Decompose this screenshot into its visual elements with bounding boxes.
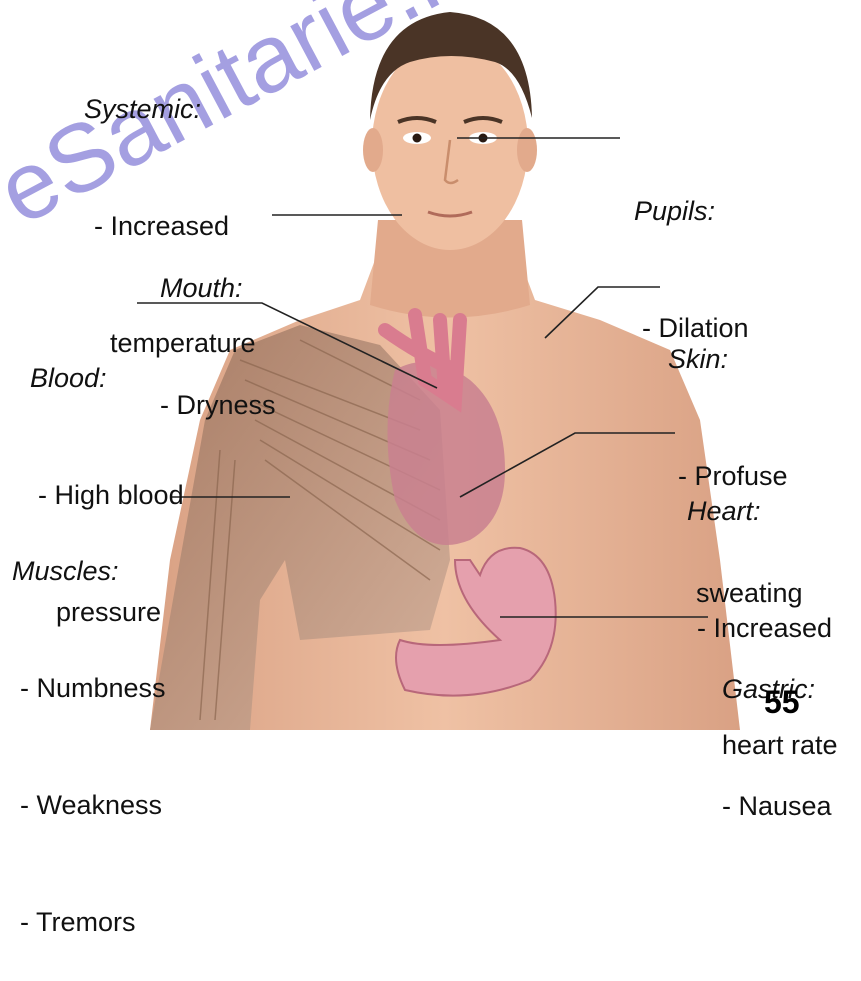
label-gastric: Gastric: - Nausea [722,592,832,865]
label-pupils-heading: Pupils: [634,192,749,231]
ear-right [517,128,537,172]
label-gastric-item-1: - Nausea [722,787,832,826]
label-heart-heading: Heart: [687,492,838,531]
ear-left [363,128,383,172]
label-skin-heading: Skin: [668,340,803,379]
label-blood-heading: Blood: [30,359,184,398]
label-muscles-item-3: - Tremors [20,903,166,942]
pupil-left [413,134,422,143]
label-muscles: Muscles: - Numbness - Weakness - Tremors [12,474,166,981]
label-muscles-heading: Muscles: [12,552,166,591]
label-muscles-item-1: - Numbness [20,669,166,708]
label-muscles-item-2: - Weakness [20,786,166,825]
label-systemic-heading: Systemic: [84,90,256,129]
page-number: 55 [764,684,800,721]
